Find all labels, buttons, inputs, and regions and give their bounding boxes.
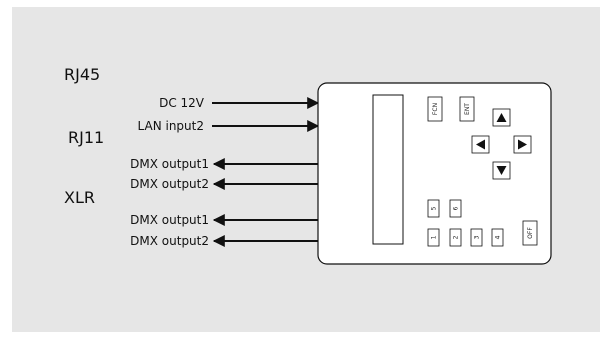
arrow-left-icon	[476, 139, 485, 150]
ent-button[interactable]: ENT	[459, 96, 475, 122]
signal-label-xlr-dmx-output1: DMX output1	[130, 213, 209, 227]
key-3-button[interactable]: 3	[470, 228, 483, 247]
key-6-label: 6	[453, 206, 460, 210]
group-label-xlr: XLR	[64, 188, 95, 207]
group-label-rj45: RJ45	[64, 65, 100, 84]
fcn-button[interactable]: FCN	[427, 96, 443, 122]
signal-label-rj11-dmx-output2: DMX output2	[130, 177, 209, 191]
signal-label-rj11-dmx-output1: DMX output1	[130, 157, 209, 171]
arrow-left-button[interactable]	[471, 135, 490, 154]
arrow-up-icon	[496, 113, 507, 122]
key-2-button[interactable]: 2	[449, 228, 462, 247]
signal-label-lan-input2: LAN input2	[138, 119, 204, 133]
arrow-down-button[interactable]	[492, 161, 511, 180]
arrow-right-icon	[518, 139, 527, 150]
key-2-label: 2	[453, 235, 460, 239]
key-1-button[interactable]: 1	[427, 228, 440, 247]
controller-device: FCN ENT 5 6	[317, 82, 552, 265]
fcn-button-label: FCN	[432, 103, 439, 115]
off-button[interactable]: OFF	[522, 220, 538, 246]
signal-label-xlr-dmx-output2: DMX output2	[130, 234, 209, 248]
key-4-label: 4	[495, 235, 502, 239]
lcd-display	[372, 94, 404, 245]
key-3-label: 3	[474, 235, 481, 239]
ent-button-label: ENT	[464, 103, 471, 115]
arrow-right-button[interactable]	[513, 135, 532, 154]
key-5-label: 5	[431, 206, 438, 210]
key-1-label: 1	[431, 235, 438, 239]
key-6-button[interactable]: 6	[449, 199, 462, 218]
arrow-up-button[interactable]	[492, 108, 511, 127]
arrow-down-icon	[496, 166, 507, 175]
key-4-button[interactable]: 4	[491, 228, 504, 247]
group-label-rj11: RJ11	[68, 128, 104, 147]
off-button-label: OFF	[527, 227, 534, 239]
signal-label-dc12v: DC 12V	[159, 96, 205, 110]
key-5-button[interactable]: 5	[427, 199, 440, 218]
